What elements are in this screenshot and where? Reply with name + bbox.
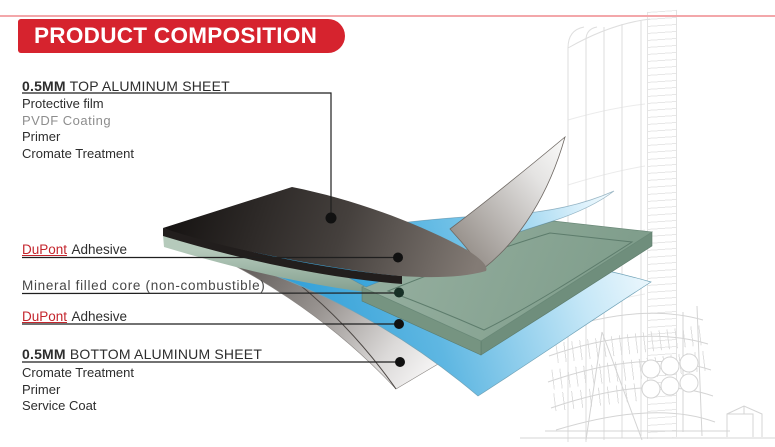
- page-title: PRODUCT COMPOSITION: [18, 19, 346, 53]
- dupont-brand-top: DuPont: [22, 242, 68, 257]
- sublayer-protective-film: Protective film: [22, 96, 104, 111]
- sublayer-cromate-bottom: Cromate Treatment: [22, 365, 134, 380]
- dupont-brand-bottom: DuPont: [22, 309, 68, 324]
- core-label: Mineral filled core (non-combustible): [22, 278, 266, 293]
- top-accent-line: [0, 15, 775, 17]
- top-sheet-title: TOP ALUMINUM SHEET: [69, 78, 230, 94]
- callout-dot-core: [394, 287, 404, 298]
- callout-dot-adhesive-bottom: [394, 319, 404, 329]
- adhesive-bottom-label: DuPont Adhesive: [22, 308, 127, 326]
- top-aluminum-edge: [163, 228, 402, 284]
- top-aluminum-peeled-underside: [449, 135, 566, 270]
- mineral-core-left-edge: [163, 235, 402, 296]
- top-sheet-sublayers: Protective film PVDF Coating Primer Crom…: [22, 96, 134, 162]
- callout-dot-adhesive-top: [393, 252, 403, 263]
- callout-dot-bottom-sheet: [395, 357, 405, 367]
- adhesive-top-label: DuPont Adhesive: [22, 241, 127, 259]
- adhesive-bottom-text: Adhesive: [71, 309, 128, 324]
- top-sheet-thickness: 0.5MM: [22, 78, 66, 94]
- sublayer-cromate-top: Cromate Treatment: [22, 145, 134, 161]
- bottom-sheet-title: BOTTOM ALUMINUM SHEET: [69, 346, 263, 362]
- sublayer-pvdf-coating: PVDF Coating: [22, 112, 112, 128]
- sublayer-service-coat: Service Coat: [22, 398, 97, 413]
- bottom-sheet-heading: 0.5MM BOTTOM ALUMINUM SHEET: [22, 346, 262, 362]
- sublayer-primer-top: Primer: [22, 129, 61, 144]
- top-aluminum-sheet: [163, 187, 487, 278]
- top-sheet-heading: 0.5MM TOP ALUMINUM SHEET: [22, 78, 230, 94]
- callout-dot-top-sheet: [325, 212, 337, 224]
- bottom-sheet-thickness: 0.5MM: [22, 346, 66, 362]
- adhesive-top-text: Adhesive: [71, 242, 128, 257]
- sublayer-primer-bottom: Primer: [22, 381, 61, 397]
- bottom-sheet-sublayers: Cromate Treatment Primer Service Coat: [22, 365, 134, 415]
